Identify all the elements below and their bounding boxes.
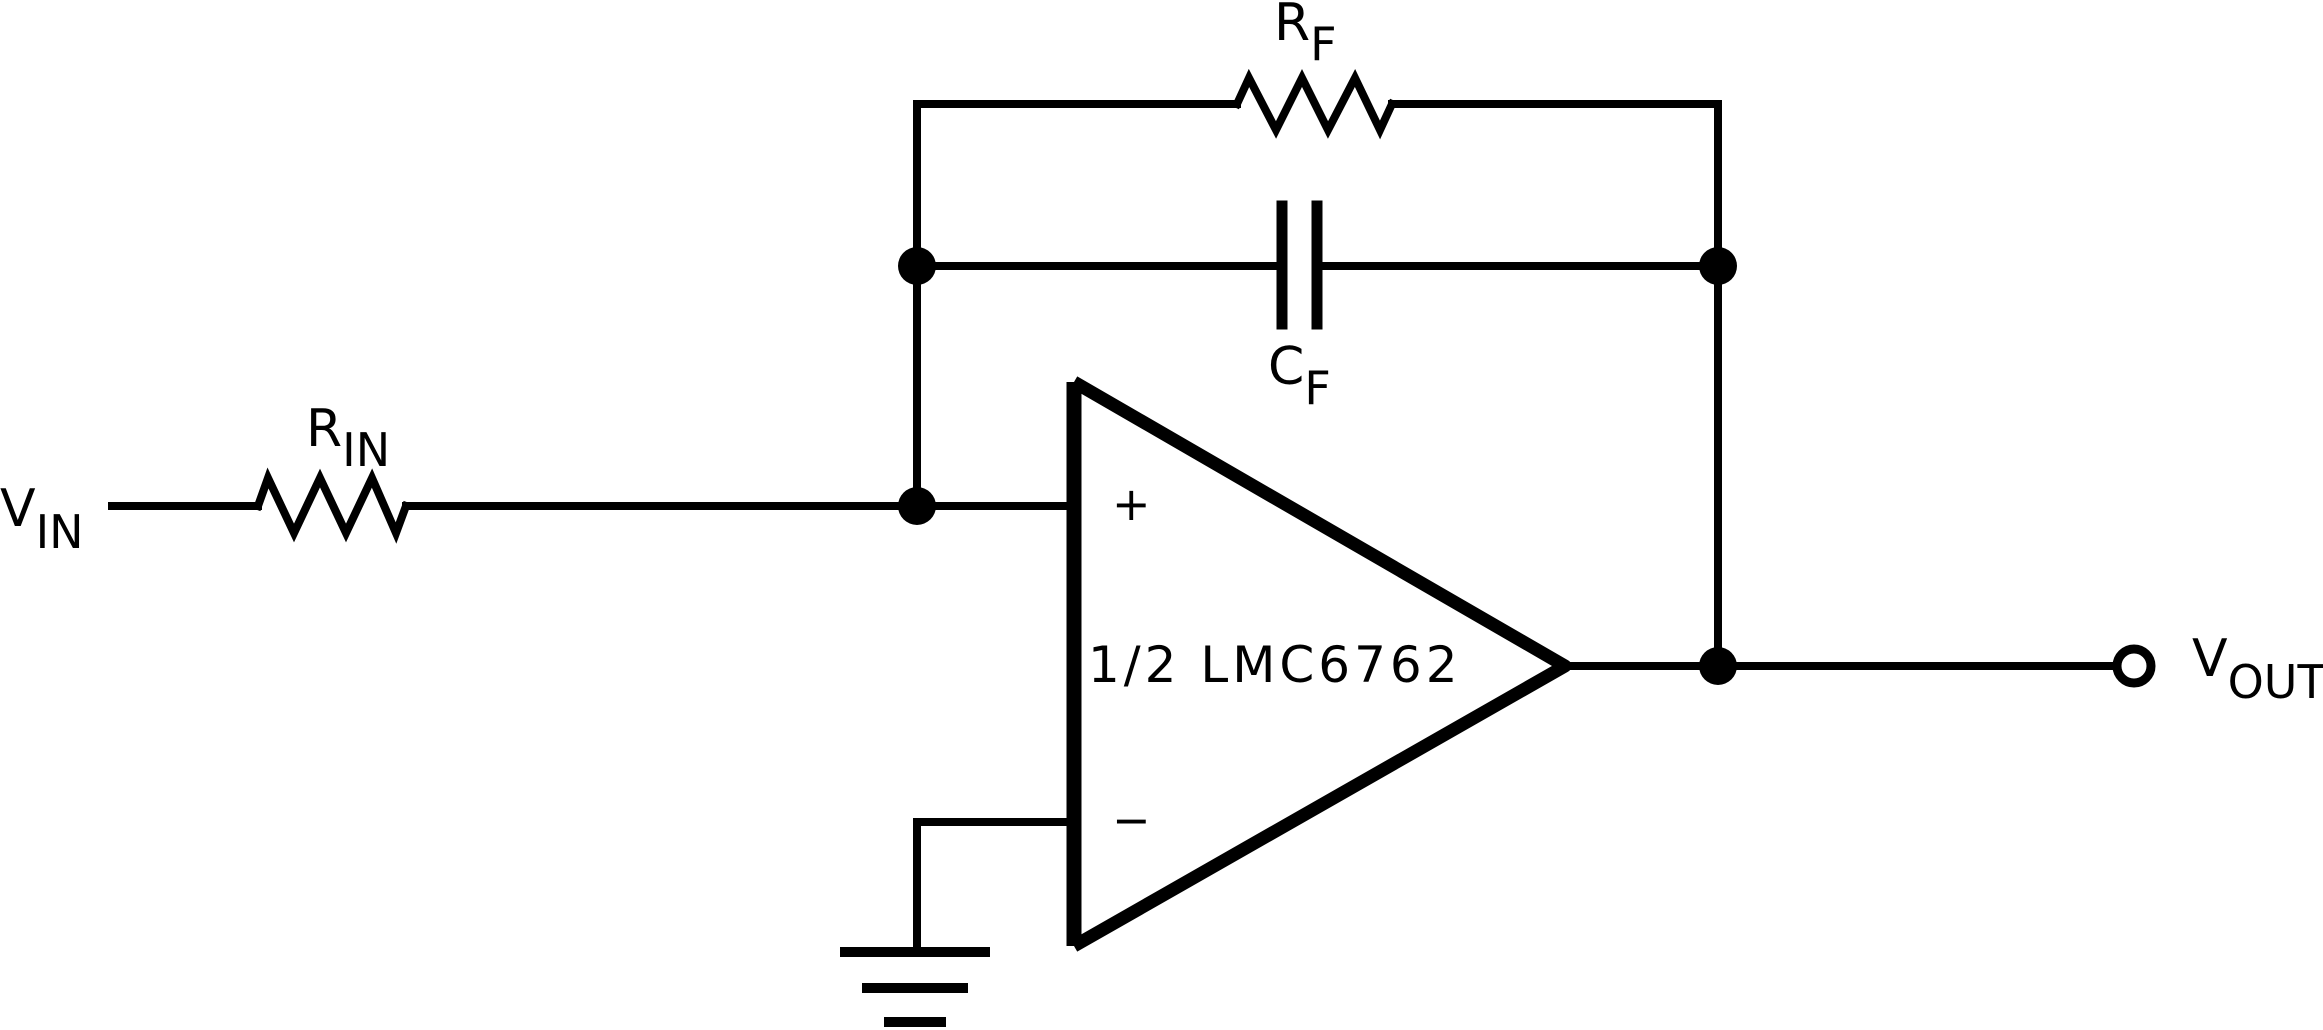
resistor-rin — [252, 467, 412, 544]
rin-label: RIN — [306, 399, 390, 477]
junction-nodes — [898, 247, 1737, 685]
minus-pin-label: − — [1112, 793, 1151, 847]
rf-label: RF — [1274, 0, 1337, 71]
cf-label: CF — [1268, 337, 1331, 415]
vin-label: VIN — [0, 479, 84, 559]
resistor-rf — [1231, 68, 1398, 140]
ground-symbol — [840, 818, 990, 1027]
plus-pin-label: + — [1112, 477, 1151, 531]
feedback-network — [913, 68, 1722, 670]
junction-node-cf-right — [1699, 247, 1737, 285]
junction-node-input — [898, 487, 936, 525]
junction-node-output — [1699, 647, 1737, 685]
opamp-part-label: 1/2 LMC6762 — [1088, 636, 1462, 694]
vout-label: VOUT — [2192, 629, 2323, 709]
vout-terminal — [2112, 644, 2156, 688]
output-branch — [1561, 644, 2156, 688]
junction-node-cf-left — [898, 247, 936, 285]
